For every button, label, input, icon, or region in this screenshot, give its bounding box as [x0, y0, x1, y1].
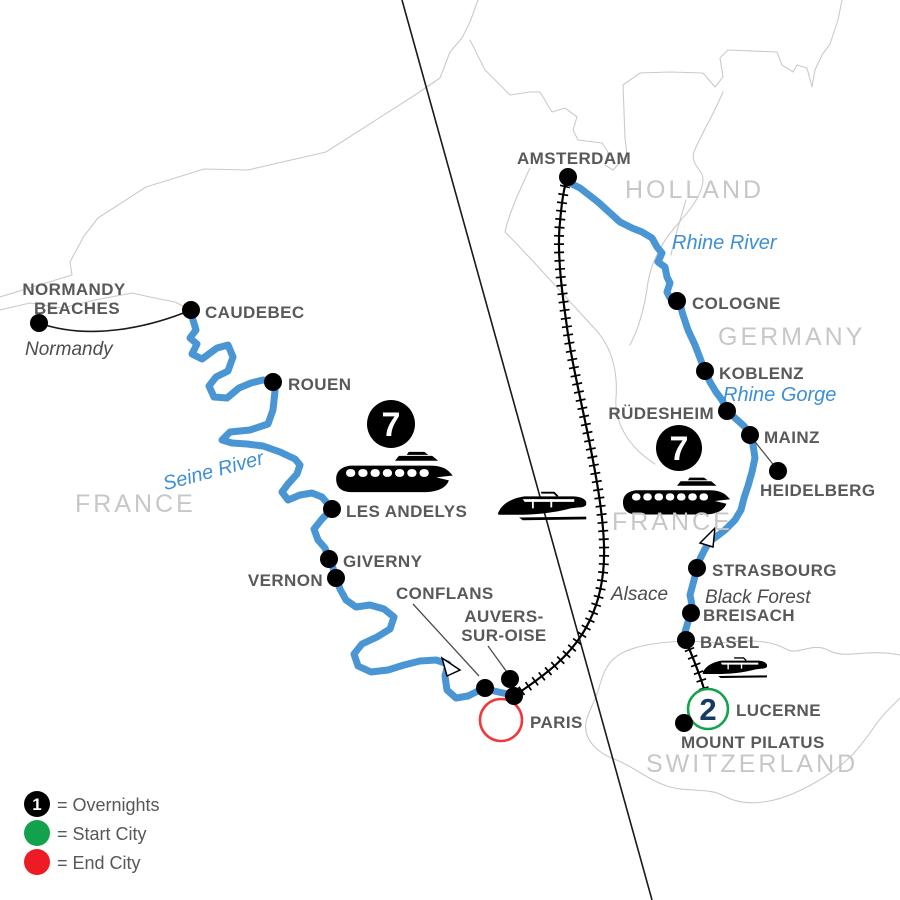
city-label-rouen: ROUEN — [288, 375, 351, 394]
city-label-mount-pilatus: MOUNT PILATUS — [681, 733, 825, 752]
city-dot-basel — [677, 631, 695, 649]
rhine-river-path — [564, 176, 759, 644]
conflans-pointer-line — [412, 603, 480, 677]
normandy-coast-detail — [0, 292, 192, 311]
seine-river-label: Seine River — [161, 447, 268, 495]
city-dot-breisach — [682, 604, 700, 622]
rhine-nights-badge — [656, 425, 702, 471]
city-dot-rouen — [264, 373, 282, 391]
city-dot-cologne — [668, 292, 686, 310]
city-dot-les-andelys — [323, 500, 341, 518]
city-label-amsterdam: AMSTERDAM — [517, 149, 631, 168]
city-dot-mainz — [741, 426, 759, 444]
city-dot-normandy-beaches — [30, 314, 48, 332]
rhine-ship-group: 7 — [623, 425, 731, 515]
city-label-rudesheim: RÜDESHEIM — [608, 404, 714, 423]
legend-overnights-icon — [24, 791, 50, 817]
rhine-gorge-label: Rhine Gorge — [723, 384, 836, 406]
switzerland-border — [585, 640, 900, 804]
railway-paris-amsterdam — [511, 174, 610, 701]
region-label-normandy: Normandy — [25, 339, 114, 360]
map-fold-line — [401, 0, 653, 900]
seine-ship-group: 7 — [336, 400, 453, 493]
city-dot-heidelberg — [769, 462, 787, 480]
seine-river-path — [186, 308, 516, 702]
seine-nights-badge — [367, 400, 415, 448]
seine-direction-arrow-icon — [440, 656, 462, 678]
city-label-auvers-2: SUR-OISE — [461, 626, 546, 645]
lucerne-overnights-count: 2 — [699, 692, 716, 727]
city-label-vernon: VERNON — [248, 571, 323, 590]
paris-end-city-ring — [478, 697, 524, 743]
city-label-lucerne: LUCERNE — [736, 701, 821, 720]
country-label-france-east: FRANCE — [612, 508, 733, 536]
city-dot-caudebec — [182, 301, 200, 319]
country-borders — [0, 0, 900, 804]
city-label-caudebec: CAUDEBEC — [205, 303, 305, 322]
city-dot-amsterdam — [559, 168, 577, 186]
city-dot-giverny — [320, 550, 338, 568]
rhine-direction-arrow-icon — [698, 525, 716, 548]
train-icon-paris — [497, 491, 588, 522]
country-label-holland: HOLLAND — [625, 176, 764, 204]
seine-ship-icon — [336, 451, 453, 493]
normandy-excursion-line — [38, 309, 192, 333]
holland-germany-border — [629, 91, 724, 346]
legend-end-city-label: = End City — [57, 853, 141, 873]
country-label-france-west: FRANCE — [75, 490, 196, 518]
legend-start-city-icon — [24, 820, 50, 846]
rhine-nights-count: 7 — [670, 430, 689, 468]
city-label-normandy-beaches-2: BEACHES — [34, 299, 120, 318]
city-dot-conflans — [476, 679, 494, 697]
city-label-les-andelys: LES ANDELYS — [346, 502, 467, 521]
auvers-pointer-line — [487, 645, 510, 676]
legend-overnights-symbol: 1 — [32, 795, 41, 814]
train-icon-basel-lucerne — [702, 657, 768, 679]
city-label-strasbourg: STRASBOURG — [712, 561, 837, 580]
country-label-germany: GERMANY — [718, 323, 865, 351]
city-dot-strasbourg — [688, 559, 706, 577]
germany-inner-border — [670, 199, 687, 256]
city-label-giverny: GIVERNY — [343, 552, 423, 571]
rhine-river-label: Rhine River — [672, 232, 778, 254]
region-label-black-forest: Black Forest — [705, 587, 811, 608]
city-label-auvers-1: AUVERS- — [464, 607, 543, 626]
city-dot-auvers-sur-oise — [501, 670, 519, 688]
city-label-breisach: BREISACH — [703, 606, 795, 625]
city-label-koblenz: KOBLENZ — [719, 364, 804, 383]
city-dots — [30, 168, 787, 732]
channel-coastline — [0, 0, 479, 298]
belgium-border — [504, 167, 656, 465]
holland-coastline — [469, 0, 843, 171]
heidelberg-excursion-line — [751, 437, 777, 469]
seine-nights-count: 7 — [382, 406, 401, 444]
city-label-paris: PARIS — [530, 713, 583, 732]
legend-overnights-label: = Overnights — [57, 795, 160, 815]
city-dot-koblenz — [696, 362, 714, 380]
legend: 1 = Overnights = Start City = End City — [24, 791, 160, 875]
city-label-basel: BASEL — [700, 633, 760, 652]
city-label-heidelberg: HEIDELBERG — [760, 481, 875, 500]
legend-start-city-label: = Start City — [57, 824, 147, 844]
city-dot-paris — [505, 687, 523, 705]
legend-end-city-icon — [24, 849, 50, 875]
city-label-normandy-beaches-1: NORMANDY — [22, 280, 126, 299]
city-label-mainz: MAINZ — [764, 428, 820, 447]
city-label-conflans: CONFLANS — [396, 584, 494, 603]
city-dot-rudesheim — [718, 402, 736, 420]
country-label-switzerland: SWITZERLAND — [646, 750, 858, 778]
region-label-alsace: Alsace — [610, 584, 668, 605]
city-dot-vernon — [327, 569, 345, 587]
lucerne-start-city-ring — [686, 687, 730, 731]
city-label-cologne: COLOGNE — [692, 294, 781, 313]
city-dot-mount-pilatus — [675, 714, 693, 732]
